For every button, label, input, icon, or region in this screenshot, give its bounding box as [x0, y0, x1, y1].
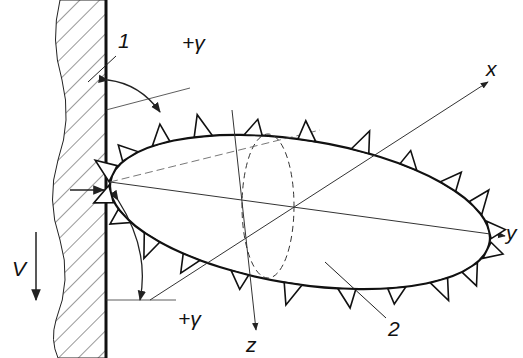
angle-label: +γ	[182, 32, 205, 53]
abrasive-grain	[94, 185, 114, 203]
leader-line	[325, 262, 386, 318]
axis-label: x	[486, 58, 497, 79]
abrasive-grain	[244, 119, 262, 135]
abrasive-grain	[181, 254, 200, 274]
abrasive-grain	[284, 282, 302, 305]
abrasive-grain	[144, 233, 160, 259]
workpiece	[52, 0, 106, 358]
abrasive-grain	[400, 151, 417, 171]
abrasive-grain	[430, 278, 448, 301]
part-number: 1	[118, 30, 130, 51]
velocity-label: V	[12, 258, 26, 279]
velocity-arrow	[35, 232, 37, 300]
abrasive-grain	[338, 289, 356, 309]
abrasive-grain	[440, 172, 461, 191]
z-axis	[232, 110, 256, 330]
abrasive-grain	[231, 271, 248, 290]
abrasive-grain	[487, 221, 506, 238]
abrasive-grain	[152, 124, 169, 146]
abrasive-grain	[194, 115, 212, 137]
abrasive-grain	[118, 145, 138, 161]
angle-ray	[106, 88, 190, 110]
abrasive-grains	[94, 115, 506, 308]
abrasive-grain	[469, 190, 488, 215]
abrasive-grain	[462, 263, 477, 286]
y-axis	[110, 182, 505, 236]
centre-line	[110, 130, 320, 182]
part-number: 2	[388, 318, 400, 339]
abrasive-grain	[110, 209, 131, 224]
angle-ray	[106, 300, 176, 301]
tool-body	[99, 111, 501, 313]
abrasive-grain	[298, 121, 316, 142]
x-axis	[150, 82, 488, 300]
contact-arrow	[70, 189, 104, 191]
axis-label: y	[506, 222, 517, 243]
abrasive-grain	[95, 160, 117, 182]
abrasive-grain	[351, 131, 369, 154]
angle-label: +γ	[178, 308, 201, 329]
abrasive-grain	[388, 287, 406, 304]
axis-label: z	[246, 334, 257, 355]
abrasive-grain	[483, 242, 503, 258]
leader-line	[88, 56, 116, 82]
